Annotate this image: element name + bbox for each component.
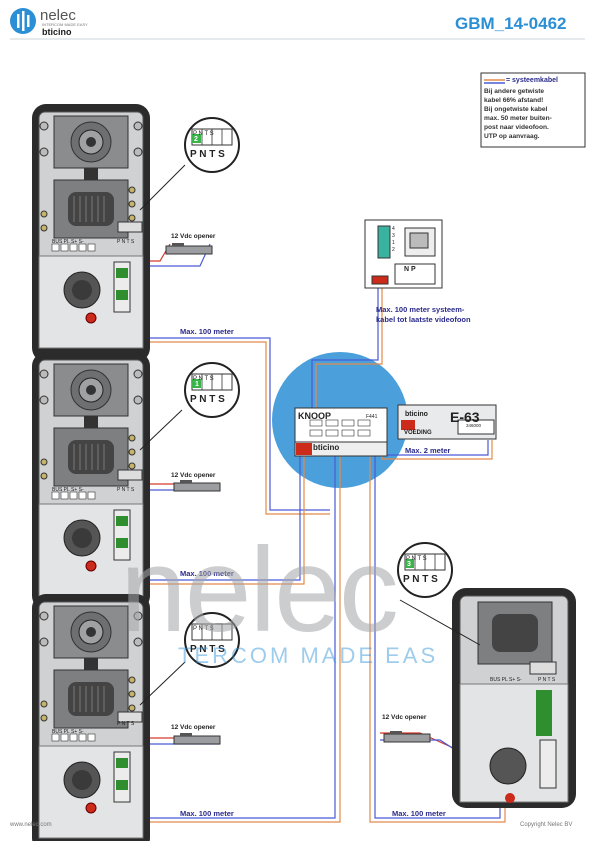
- footer-copyright: Copyright Nelec BV: [520, 822, 573, 828]
- legend-title: = systeemkabel: [506, 77, 558, 84]
- module-brand: bticino: [313, 443, 340, 452]
- distance-label-2: Max. 100 meter: [180, 569, 234, 578]
- power-code: 346000: [466, 423, 482, 428]
- legend-line-6: UTP op aanvraag.: [484, 133, 540, 140]
- panel-4-pnts: P N T S: [538, 677, 556, 683]
- panel-3-bus-labels: BUS PL S+ S-: [52, 729, 84, 735]
- opener-label-2: 12 Vdc opener: [171, 472, 216, 479]
- monitor-distance-line-2: kabel tot laatste videofoon: [376, 315, 471, 324]
- footer-website: www.nelec.com: [10, 822, 52, 828]
- dip-labels-2: P N T S: [193, 376, 214, 382]
- panel-2-bus-labels: BUS PL S+ S-: [52, 487, 84, 493]
- legend-line-5: post naar videofoon.: [484, 124, 549, 131]
- watermark-main: nelec: [120, 523, 399, 657]
- distance-label-4: Max. 100 meter: [392, 809, 446, 818]
- dip-labels-1: P N T S: [193, 131, 214, 137]
- panel-4-bus-labels: BUS PL S+ S-: [490, 677, 522, 683]
- opener-label-3: 12 Vdc opener: [171, 724, 216, 731]
- door-panel-4: [452, 588, 576, 808]
- legend-line-4: max. 50 meter buiten-: [484, 115, 552, 122]
- knoop-module: [294, 407, 388, 457]
- document-code: GBM_14-0462: [455, 14, 567, 33]
- door-opener-2: [173, 479, 221, 492]
- legend-line-3: Bij ongetwiste kabel: [484, 106, 548, 113]
- power-model: E-63: [450, 409, 480, 425]
- distance-label-3: Max. 100 meter: [180, 809, 234, 818]
- dip-switch-zoom-4: [397, 542, 453, 598]
- videophone-conn-1: 1: [392, 240, 395, 246]
- dip-switch-zoom-2: [184, 362, 240, 418]
- videophone-conn-3: 3: [392, 233, 395, 239]
- panel-3-pnts: P N T S: [117, 721, 135, 727]
- module-title: KNOOP: [298, 411, 332, 421]
- dip-terminal-3: P N T S: [190, 644, 225, 655]
- videophone-conn-2: 2: [392, 247, 395, 253]
- dip-number-1: 2: [194, 136, 198, 143]
- dip-switch-zoom-1: [184, 117, 240, 173]
- legend-line-1: Bij andere getwiste: [484, 88, 545, 95]
- dip-labels-4: P N T S: [406, 556, 427, 562]
- brand-tagline: INTERCOM MADE EASY: [42, 22, 88, 27]
- dip-terminal-2: P N T S: [190, 394, 225, 405]
- panel-1-bus-labels: BUS PL S+ S-: [52, 239, 84, 245]
- dip-terminal-1: P N T S: [190, 149, 225, 160]
- videophone-conn-4: 4: [392, 226, 395, 232]
- nelec-logo-icon: [10, 8, 74, 37]
- videophone-terminal-labels: N P: [404, 266, 416, 273]
- panel-2-pnts: P N T S: [117, 487, 135, 493]
- power-brand: bticino: [405, 411, 428, 418]
- door-opener-3: [173, 732, 221, 745]
- distance-label-5: Max. 2 meter: [405, 446, 451, 455]
- distance-label-1: Max. 100 meter: [180, 327, 234, 336]
- door-opener-1: [165, 242, 213, 255]
- legend-line-2: kabel 66% afstand!: [484, 97, 544, 104]
- dip-terminal-4: P N T S: [403, 574, 438, 585]
- dip-number-4: 3: [407, 561, 411, 568]
- videophone: [364, 219, 443, 289]
- panel-1-pnts: P N T S: [117, 239, 135, 245]
- dip-number-2: 1: [195, 381, 199, 388]
- door-panel-1: [31, 103, 151, 363]
- module-code: F441: [366, 414, 378, 420]
- opener-label-1: 12 Vdc opener: [171, 233, 216, 240]
- power-supply: [397, 404, 497, 440]
- power-label: VOEDING: [404, 430, 432, 436]
- opener-label-4: 12 Vdc opener: [382, 714, 427, 721]
- dip-labels-3: P N T S: [193, 626, 214, 632]
- watermark-sub: TERCOM MADE EAS: [178, 643, 439, 668]
- monitor-distance-line-1: Max. 100 meter systeem-: [376, 305, 465, 314]
- brand-name: nelec: [40, 7, 76, 24]
- brand-sub: bticino: [42, 27, 72, 37]
- videophone-off-label: OFF: [373, 271, 381, 276]
